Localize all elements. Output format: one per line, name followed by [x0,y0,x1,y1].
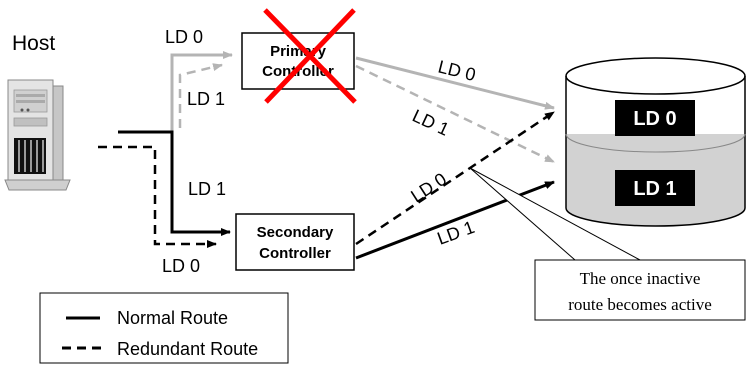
route-label-host-secondary-ld0: LD 0 [162,256,200,276]
secondary-controller-label-line2: Controller [259,245,331,262]
callout-text-line1: The once inactive [580,269,701,288]
legend-box [39,292,289,364]
secondary-to-storage-redundant-route [355,110,555,246]
legend-redundant-label: Redundant Route [117,339,258,359]
logical-drive-ld1-label: LD 1 [633,178,676,200]
route-label-host-secondary-ld1: LD 1 [188,179,226,199]
logical-drive-ld0-label: LD 0 [633,108,676,130]
route-label-secondary-storage-ld1: LD 1 [435,217,478,249]
secondary-controller-box [235,213,355,271]
primary-to-storage-redundant-route [355,64,555,164]
host-to-secondary-normal-route [118,130,231,236]
legend-normal-label: Normal Route [117,308,228,328]
route-label-primary-storage-ld1: LD 1 [409,105,452,139]
callout-box [534,259,746,321]
primary-to-storage-normal-route [355,56,555,110]
host-to-secondary-redundant-route [98,145,217,248]
host-to-primary-redundant-route [178,63,223,128]
failure-x-icon [263,8,357,104]
host-label: Host [12,32,55,55]
logical-drive-ld0 [615,100,695,136]
secondary-controller-label-line1: Secondary [257,224,334,241]
secondary-to-storage-normal-route [355,180,555,260]
host-computer-icon [4,79,71,191]
logical-drive-ld1 [615,170,695,206]
route-label-host-primary-ld0: LD 0 [165,27,203,47]
callout-pointer [469,167,641,261]
route-label-secondary-storage-ld0: LD 0 [407,169,450,206]
callout-text-line2: route becomes active [568,295,712,314]
legend: Normal Route Redundant Route [39,292,289,364]
route-label-host-primary-ld1: LD 1 [187,89,225,109]
